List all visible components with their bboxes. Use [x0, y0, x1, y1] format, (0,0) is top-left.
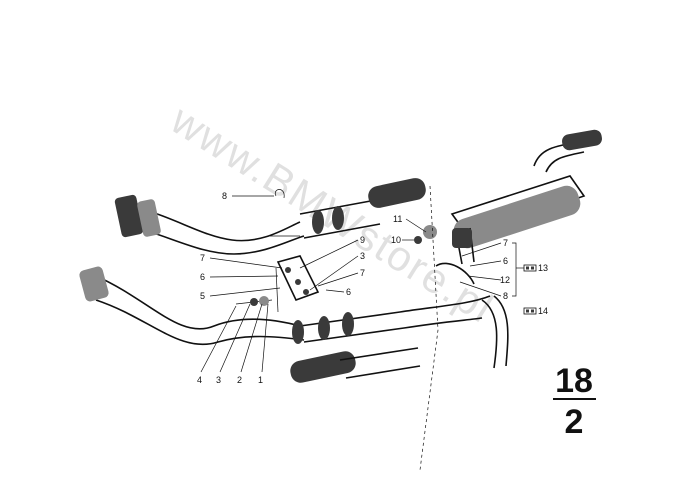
callout-9: 9 [360, 235, 365, 245]
callout-5: 5 [200, 291, 205, 301]
ref-13: 13 [523, 263, 548, 273]
callout-6-rear: 6 [503, 256, 508, 266]
callout-4: 4 [197, 375, 202, 385]
callout-3-bottom: 3 [216, 375, 221, 385]
leader-lines [200, 195, 524, 373]
page-number-top: 18 [555, 362, 593, 400]
callout-11: 11 [393, 214, 402, 224]
washer-pair-icon [523, 264, 537, 272]
callout-6-left: 6 [200, 272, 205, 282]
callout-10: 10 [391, 235, 401, 245]
callout-7-rear: 7 [503, 238, 508, 248]
rear-muffler [414, 129, 602, 285]
lower-front-pipe [79, 266, 509, 383]
callout-labels: 8 9 7 6 5 3 7 6 4 3 2 1 11 10 7 6 12 8 [197, 191, 510, 385]
callout-6-right: 6 [346, 287, 351, 297]
ref-14: 14 [523, 306, 548, 316]
mounting-bracket [235, 255, 320, 313]
callout-8-top: 8 [222, 191, 227, 201]
ref-label-13: 13 [538, 263, 548, 273]
upper-front-pipe [114, 178, 426, 255]
page-number-bottom: 2 [565, 403, 584, 441]
callout-7-left: 7 [200, 253, 205, 263]
callout-7-right: 7 [360, 268, 365, 278]
callout-1: 1 [258, 375, 263, 385]
ref-label-14: 14 [538, 306, 548, 316]
page-number: 18 2 [553, 362, 596, 441]
callout-3-right: 3 [360, 251, 365, 261]
callout-12: 12 [500, 275, 510, 285]
callout-8-rear: 8 [503, 291, 508, 301]
washer-pair-icon [523, 307, 537, 315]
callout-2: 2 [237, 375, 242, 385]
